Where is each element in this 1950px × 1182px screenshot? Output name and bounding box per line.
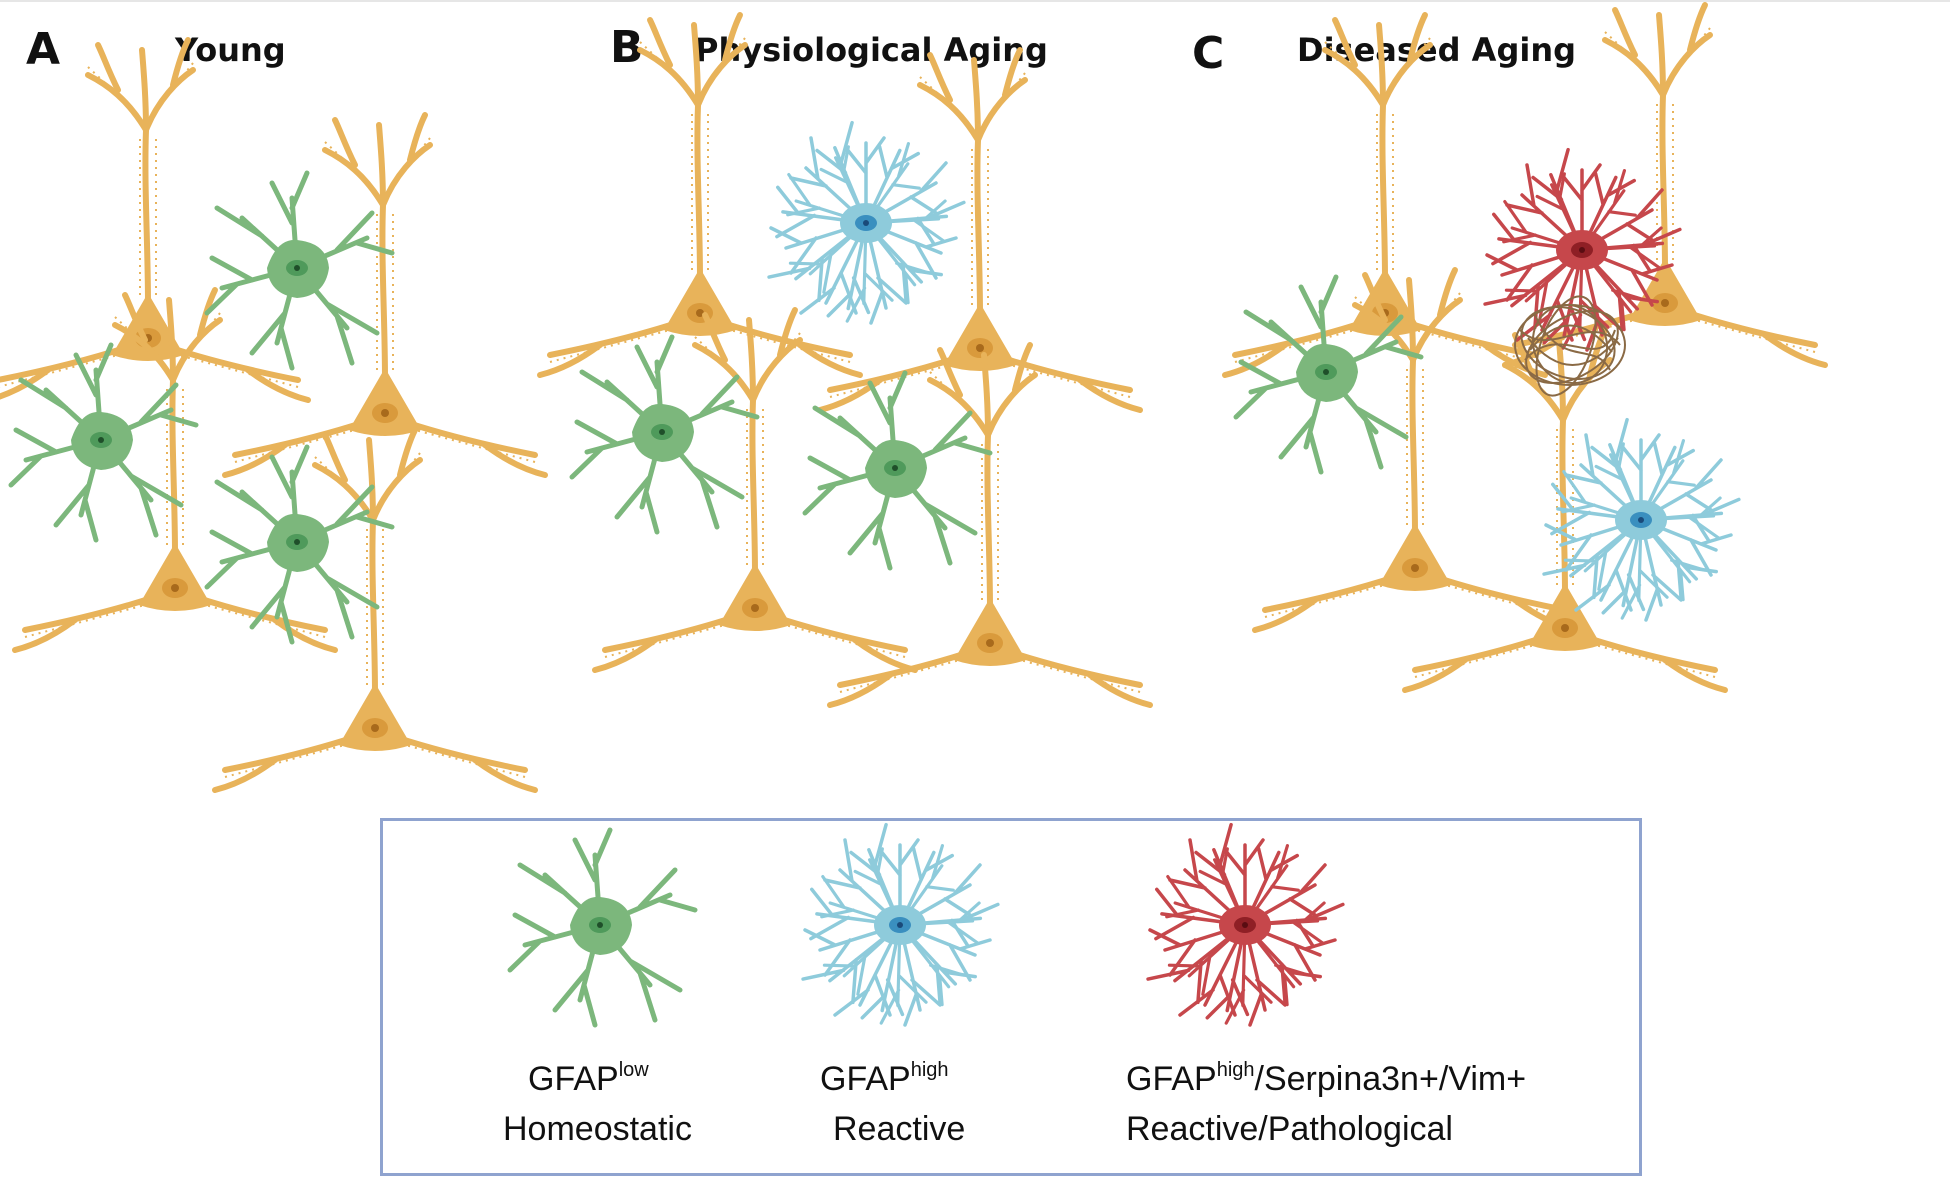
neuron-icon <box>0 40 308 400</box>
legend-state-1: Homeostatic <box>503 1110 692 1148</box>
neuron-icon <box>225 115 545 475</box>
legend-state-3: Reactive/Pathological <box>1126 1110 1453 1148</box>
panel-a-title: Young <box>175 31 286 69</box>
panel-b-cells <box>540 15 1150 705</box>
panel-b-title: Physiological Aging <box>695 31 1048 69</box>
homeostatic-astrocyte-icon <box>207 447 392 642</box>
legend-marker-2: GFAPhigh <box>820 1059 949 1098</box>
panel-b-letter: B <box>610 22 644 73</box>
legend-marker-1: GFAPlow <box>528 1059 649 1098</box>
panel-c-cells <box>1225 5 1825 690</box>
panel-c-letter: C <box>1192 28 1225 79</box>
neurofibrillary-tangle-icon <box>1514 295 1626 397</box>
legend-marker-3: GFAPhigh/Serpina3n+/Vim+ <box>1126 1059 1527 1098</box>
top-divider <box>0 0 1950 2</box>
panel-a-cells <box>0 40 545 790</box>
legend-box <box>380 818 1642 1176</box>
legend-state-2: Reactive <box>833 1110 966 1148</box>
panel-a-letter: A <box>26 24 61 75</box>
neuron-icon <box>540 15 860 375</box>
homeostatic-astrocyte-icon <box>207 173 392 368</box>
reactive-astrocyte-icon <box>738 106 984 352</box>
